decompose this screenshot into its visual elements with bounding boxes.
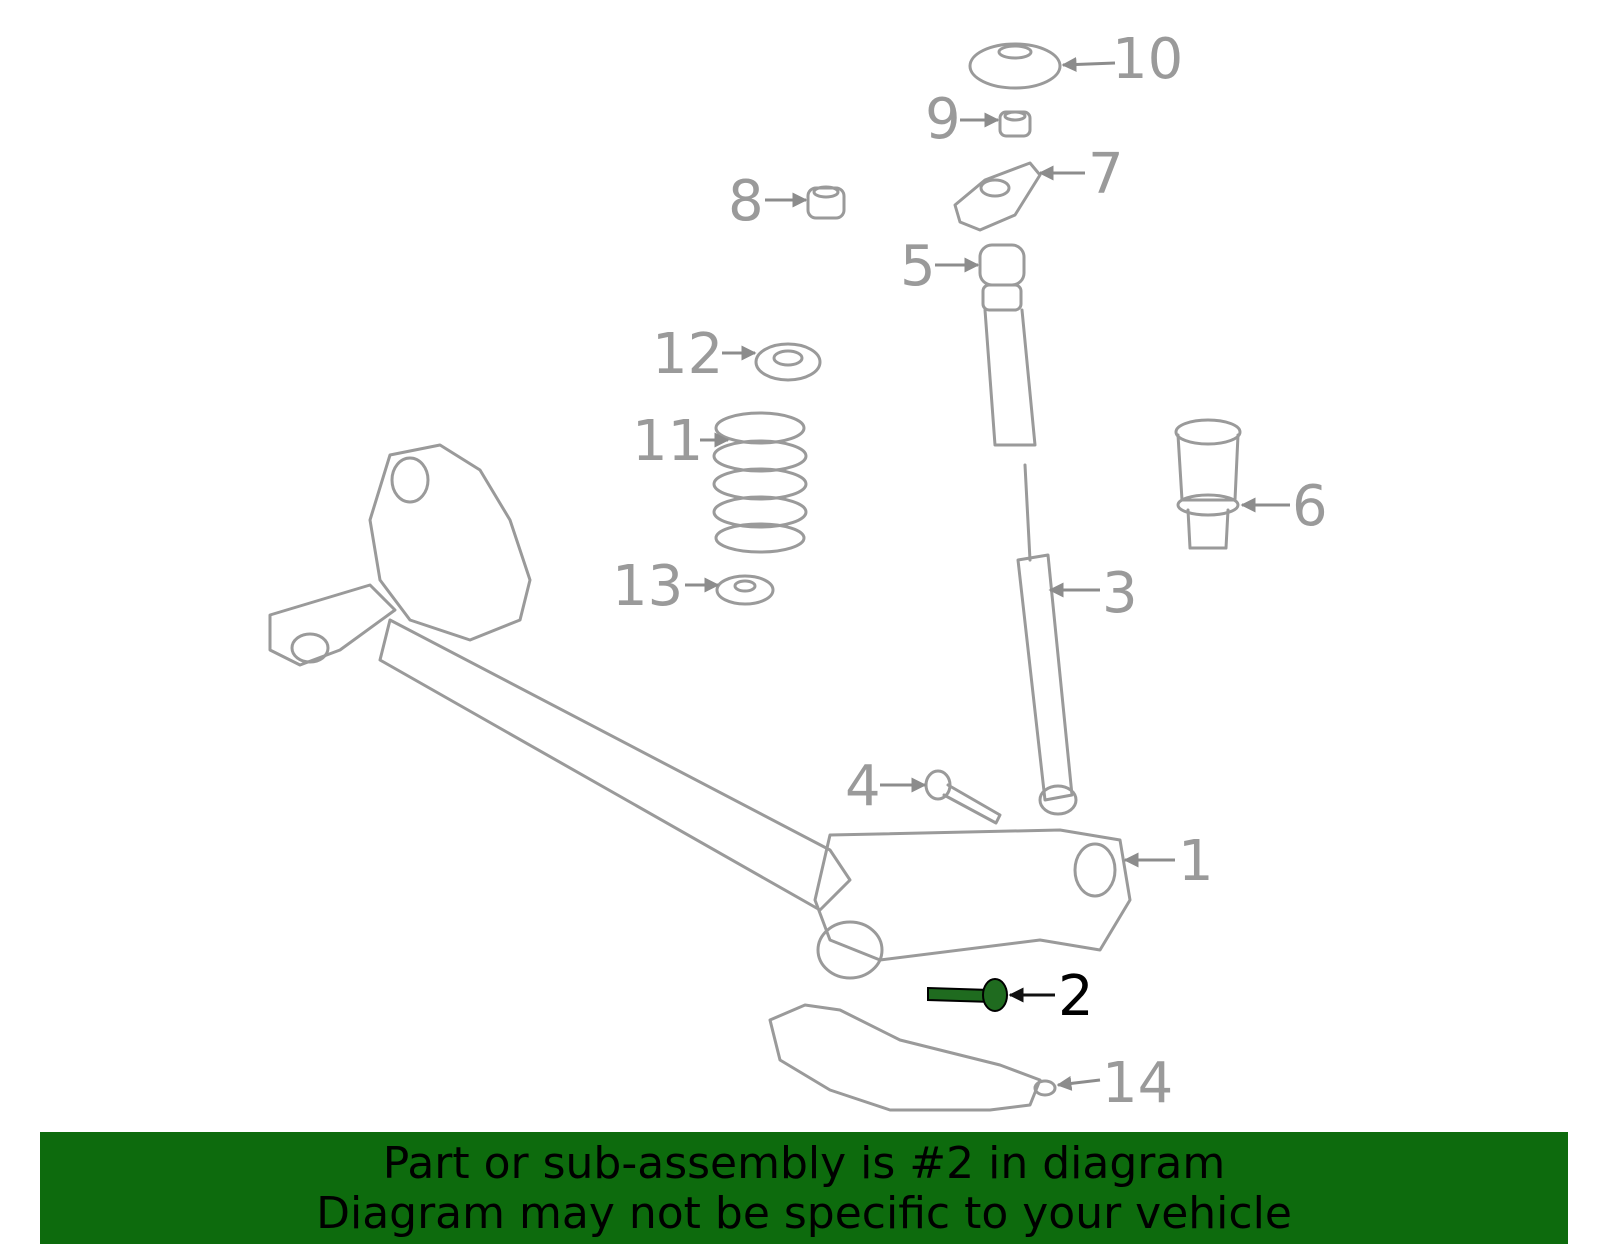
callout-13: 13 [612,554,683,619]
callout-14: 14 [1102,1051,1173,1116]
banner-line-2: Diagram may not be specific to your vehi… [316,1188,1292,1239]
callout-4: 4 [845,754,881,819]
callout-labels: 10 9 7 8 5 12 11 6 13 3 4 1 2 14 [612,27,1328,1116]
part-8-bushing [806,185,846,220]
parts-diagram: 10 9 7 8 5 12 11 6 13 3 4 1 2 14 [268,27,1328,1116]
callout-11: 11 [632,409,703,474]
part-13-spring-seat [715,574,775,606]
callout-8: 8 [728,169,764,234]
callout-2: 2 [1058,964,1094,1029]
callout-1: 1 [1178,829,1214,894]
callout-12: 12 [652,322,723,387]
part-12-spring-seat [754,342,822,382]
part-4-bolt [924,769,1002,825]
callout-10: 10 [1112,27,1183,92]
callout-5: 5 [900,234,936,299]
part-3-shock-absorber [1016,463,1078,816]
banner-line-1: Part or sub-assembly is #2 in diagram [382,1138,1226,1189]
part-10-cap [968,42,1062,90]
callout-6: 6 [1292,474,1328,539]
part-7-mount-bracket [953,161,1042,232]
callout-9: 9 [925,87,961,152]
part-2-bolt [927,978,1008,1012]
callout-arrows [685,56,1290,1091]
info-banner: Part or sub-assembly is #2 in diagram Di… [40,1132,1568,1244]
part-1-axle-beam [268,443,1132,980]
part-5-boot [978,243,1037,447]
callout-3: 3 [1102,561,1138,626]
callout-7: 7 [1088,142,1124,207]
part-6-jounce-bumper [1174,418,1242,550]
part-11-coil-spring [712,411,808,554]
part-14-plate [768,1003,1057,1112]
part-9-nut [998,110,1032,138]
